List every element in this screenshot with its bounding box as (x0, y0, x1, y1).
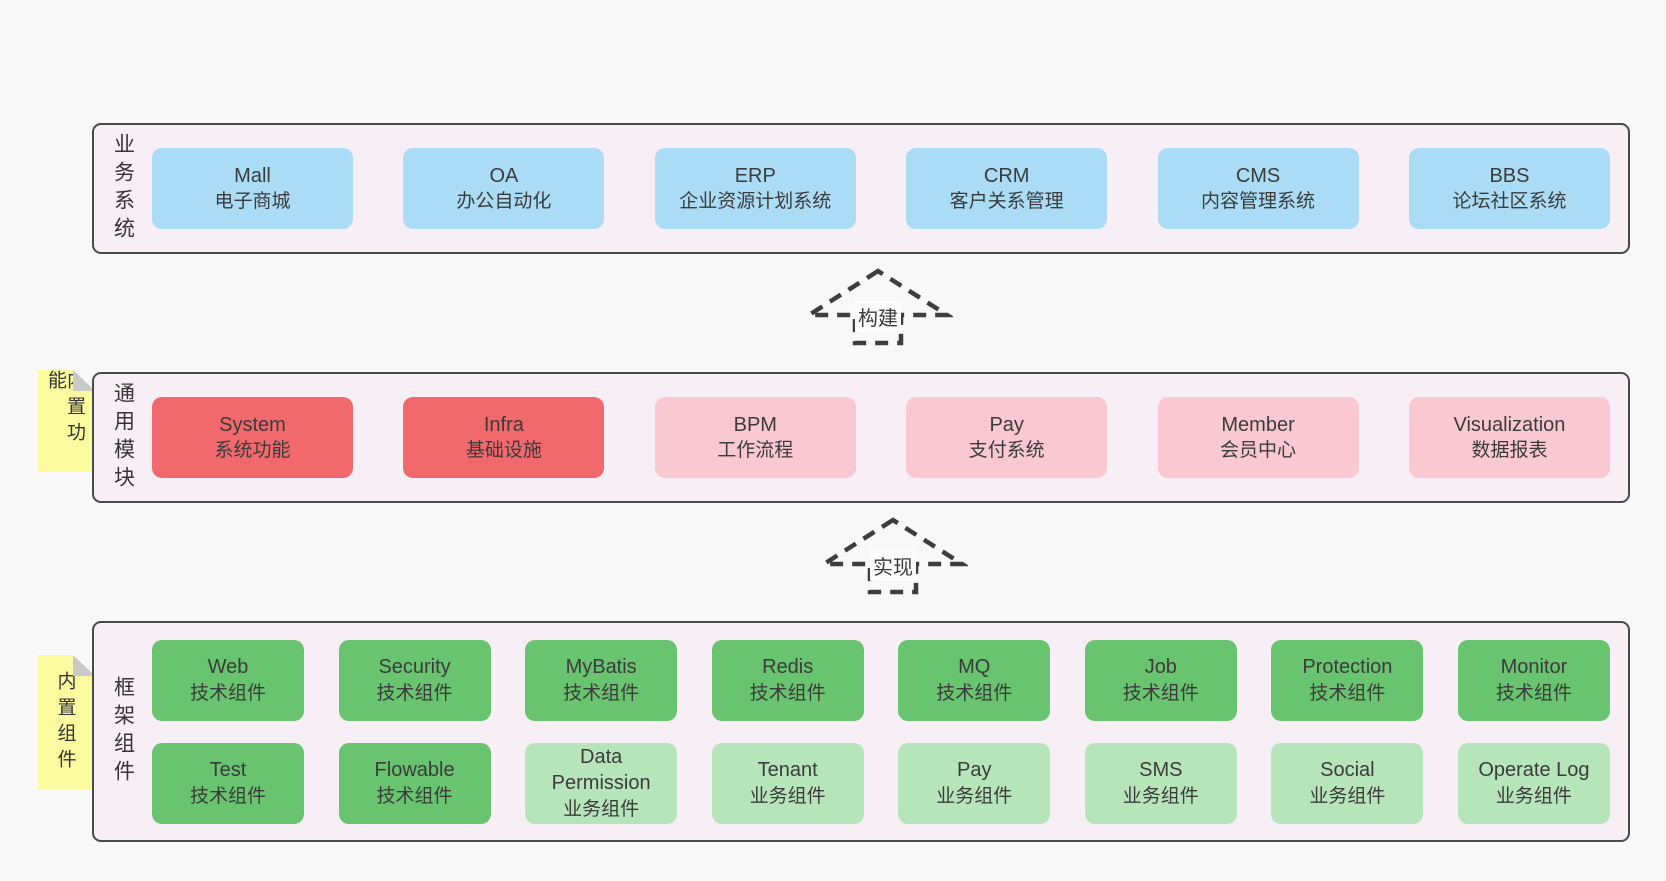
box-web: Web 技术组件 (152, 639, 304, 721)
implement-arrow: 实现 (818, 517, 968, 595)
box-monitor: Monitor 技术组件 (1457, 639, 1610, 721)
framework-row-2: Test 技术组件 Flowable 技术组件 Data Permission … (152, 742, 1610, 824)
box-erp: ERP 企业资源计划系统 (654, 148, 856, 229)
box-pay-component: Pay 业务组件 (898, 742, 1051, 824)
box-operate-log: Operate Log 业务组件 (1457, 742, 1610, 824)
box-mybatis: MyBatis 技术组件 (525, 639, 678, 721)
box-mq: MQ 技术组件 (898, 639, 1051, 721)
band-label-framework-components: 框架组件 (111, 675, 135, 788)
box-oa: OA 办公自动化 (403, 148, 605, 229)
band-label-business-systems: 业务系统 (111, 132, 135, 245)
box-visualization: Visualization 数据报表 (1408, 397, 1610, 478)
implement-arrow-label: 实现 (870, 550, 916, 581)
box-pay-module: Pay 支付系统 (906, 397, 1108, 478)
framework-row-1: Web 技术组件 Security 技术组件 MyBatis 技术组件 Redi… (152, 639, 1610, 721)
box-mall: Mall 电子商城 (152, 148, 353, 229)
common-modules-row: System 系统功能 Infra 基础设施 BPM 工作流程 Pay 支付系统… (152, 374, 1628, 501)
build-arrow-label: 构建 (855, 301, 901, 332)
box-bpm: BPM 工作流程 (654, 397, 856, 478)
build-arrow: 构建 (803, 268, 953, 346)
sticky-built-in-functions: 内置功能 (38, 370, 95, 472)
band-business-systems: 业务系统 Mall 电子商城 OA 办公自动化 ERP 企业资源计划系统 CRM… (92, 123, 1630, 254)
box-protection: Protection 技术组件 (1271, 639, 1424, 721)
business-systems-row: Mall 电子商城 OA 办公自动化 ERP 企业资源计划系统 CRM 客户关系… (152, 125, 1628, 252)
box-social: Social 业务组件 (1271, 742, 1424, 824)
sticky-built-in-components: 内置组件 (38, 655, 95, 790)
framework-components-rows: Web 技术组件 Security 技术组件 MyBatis 技术组件 Redi… (152, 623, 1628, 840)
box-job: Job 技术组件 (1084, 639, 1237, 721)
box-data-permission: Data Permission 业务组件 (525, 742, 678, 824)
box-cms: CMS 内容管理系统 (1157, 148, 1359, 229)
box-bbs: BBS 论坛社区系统 (1408, 148, 1610, 229)
band-label-common-modules: 通用模块 (111, 381, 135, 494)
box-redis: Redis 技术组件 (711, 639, 864, 721)
band-framework-components: 框架组件 Web 技术组件 Security 技术组件 MyBatis 技术组件… (92, 621, 1630, 842)
box-member: Member 会员中心 (1157, 397, 1359, 478)
box-security: Security 技术组件 (338, 639, 491, 721)
up-arrow-icon (803, 268, 953, 346)
up-arrow-icon (818, 517, 968, 595)
box-flowable: Flowable 技术组件 (338, 742, 491, 824)
box-tenant: Tenant 业务组件 (711, 742, 864, 824)
box-infra: Infra 基础设施 (403, 397, 605, 478)
box-sms: SMS 业务组件 (1084, 742, 1237, 824)
box-crm: CRM 客户关系管理 (906, 148, 1108, 229)
box-system: System 系统功能 (152, 397, 353, 478)
box-test: Test 技术组件 (152, 742, 304, 824)
band-common-modules: 通用模块 System 系统功能 Infra 基础设施 BPM 工作流程 Pay… (92, 372, 1630, 503)
